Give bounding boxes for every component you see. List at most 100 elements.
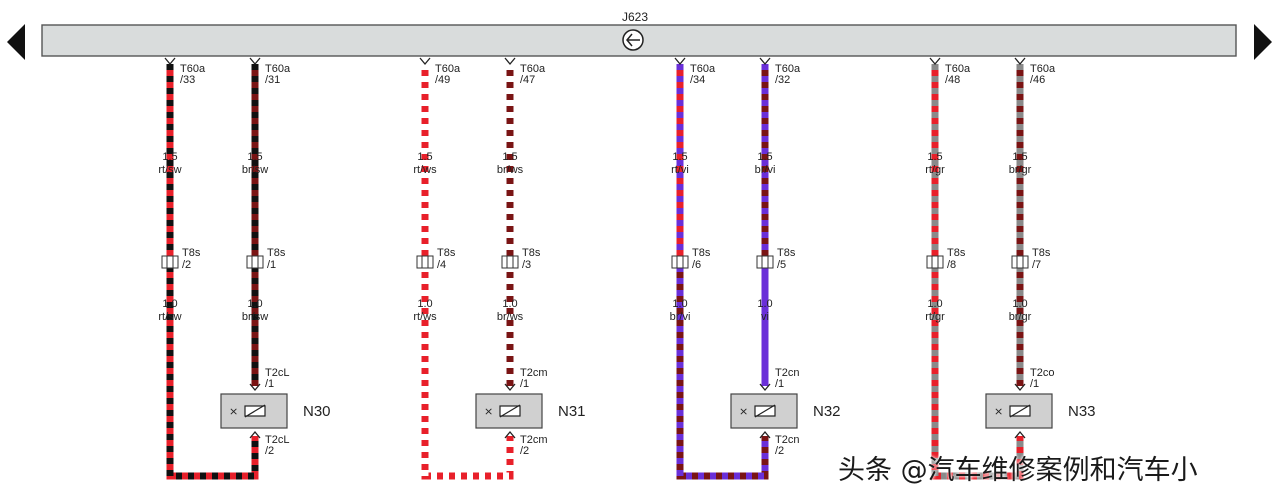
connector-pin: /7 [1032, 259, 1041, 271]
connector-label: T8s [692, 247, 711, 259]
connector-pin: /2 [182, 259, 191, 271]
wire-color: br/gr [1009, 311, 1032, 323]
connector-pin: /1 [267, 259, 276, 271]
coil-pin-number: /1 [520, 378, 529, 390]
connector-label: T8s [437, 247, 456, 259]
pin-arrow-icon [249, 430, 261, 439]
connector-icon [756, 255, 774, 269]
wire-color: rt/gr [925, 164, 945, 176]
wire-gauge: 1.0 [247, 298, 262, 310]
wire-gauge: 1.5 [757, 151, 772, 163]
wire-color: rt/gr [925, 311, 945, 323]
coil-pin-label: T2cL [265, 434, 289, 446]
coil-pin-number: /1 [775, 378, 784, 390]
component-label: N31 [558, 403, 586, 420]
pin-arrow-icon [1014, 430, 1026, 439]
connector-pin: /6 [692, 259, 701, 271]
pin-arrow-icon [1014, 57, 1026, 66]
connector-label: T8s [522, 247, 541, 259]
coil-x-icon: ⨯ [229, 406, 238, 418]
wire-color: rt/sw [158, 164, 181, 176]
wire-color: rt/vi [671, 164, 689, 176]
solenoid-coil-icon [754, 404, 776, 418]
coil-x-icon: ⨯ [484, 406, 493, 418]
wire-gauge: 1.5 [672, 151, 687, 163]
wire-gauge: 1.0 [162, 298, 177, 310]
wire-n30-left-lower-stripe [166, 266, 259, 480]
wire-gauge: 1.0 [1012, 298, 1027, 310]
solenoid-valve-box [220, 393, 288, 429]
connector-pin: /5 [777, 259, 786, 271]
pin-number: /32 [775, 74, 790, 86]
connector-icon [161, 255, 179, 269]
pin-number: /48 [945, 74, 960, 86]
pin-label: T60a [1030, 63, 1056, 75]
wire-color: br/sw [242, 164, 268, 176]
pin-label: T60a [945, 63, 971, 75]
pin-number: /31 [265, 74, 280, 86]
pin-number: /46 [1030, 74, 1045, 86]
wire-n32-left-lower-base [676, 266, 769, 480]
wire-color: br/ws [497, 164, 524, 176]
wire-gauge: 1.0 [672, 298, 687, 310]
coil-pin-label: T2cL [265, 367, 289, 379]
pin-number: /34 [690, 74, 705, 86]
pin-arrow-icon [504, 430, 516, 439]
pin-label: T60a [180, 63, 206, 75]
watermark-text: 头条 @汽车维修案例和汽车小 [838, 455, 1198, 486]
connector-icon [926, 255, 944, 269]
wire-color: rt/ws [413, 164, 437, 176]
coil-x-icon: ⨯ [994, 406, 1003, 418]
coil-pin-label: T2cn [775, 367, 799, 379]
wire-color: br/sw [242, 311, 268, 323]
wire-color: br/ws [497, 311, 524, 323]
coil-x-icon: ⨯ [739, 406, 748, 418]
wire-gauge: 1.0 [757, 298, 772, 310]
pin-arrow-icon [504, 57, 516, 66]
component-label: N33 [1068, 403, 1096, 420]
solenoid-coil-icon [499, 404, 521, 418]
wire-n32-left-lower-stripe [676, 266, 769, 480]
wire-n33-left-lower-stripe [931, 266, 1024, 480]
pin-arrow-icon [929, 57, 941, 66]
wire-color: vi [761, 311, 769, 323]
pin-arrow-icon [1014, 383, 1026, 392]
triangle-right-arrow-icon[interactable] [1254, 24, 1272, 60]
wire-n30-left-lower-base [166, 266, 259, 480]
pin-arrow-icon [164, 57, 176, 66]
connector-pin: /4 [437, 259, 446, 271]
wire-color: rt/ws [413, 311, 437, 323]
pin-arrow-icon [759, 430, 771, 439]
wire-gauge: 1.5 [417, 151, 432, 163]
pin-arrow-icon [249, 383, 261, 392]
connector-icon [416, 255, 434, 269]
triangle-left-arrow-icon[interactable] [7, 24, 25, 60]
coil-pin-label: T2cm [520, 367, 548, 379]
pin-arrow-icon [759, 383, 771, 392]
component-label: N30 [303, 403, 331, 420]
wire-gauge: 1.5 [162, 151, 177, 163]
coil-pin-label: T2cm [520, 434, 548, 446]
wire-gauge: 1.5 [502, 151, 517, 163]
wire-gauge: 1.0 [417, 298, 432, 310]
ecu-label: J623 [622, 10, 648, 24]
wire-n31-left-lower-base [421, 266, 514, 480]
connector-label: T8s [267, 247, 286, 259]
pin-label: T60a [775, 63, 801, 75]
pin-label: T60a [520, 63, 546, 75]
connector-icon [671, 255, 689, 269]
wire-n31-left-lower-stripe [421, 266, 514, 480]
pin-label: T60a [690, 63, 716, 75]
connector-label: T8s [182, 247, 201, 259]
coil-pin-number: /1 [265, 378, 274, 390]
connector-icon [501, 255, 519, 269]
connector-pin: /3 [522, 259, 531, 271]
wire-n33-left-lower-base [931, 266, 1024, 480]
wire-color: rt/sw [158, 311, 181, 323]
wire-color: br/vi [670, 311, 691, 323]
connector-icon [246, 255, 264, 269]
coil-pin-number: /2 [265, 445, 274, 457]
coil-pin-label: T2cn [775, 434, 799, 446]
connector-label: T8s [777, 247, 796, 259]
